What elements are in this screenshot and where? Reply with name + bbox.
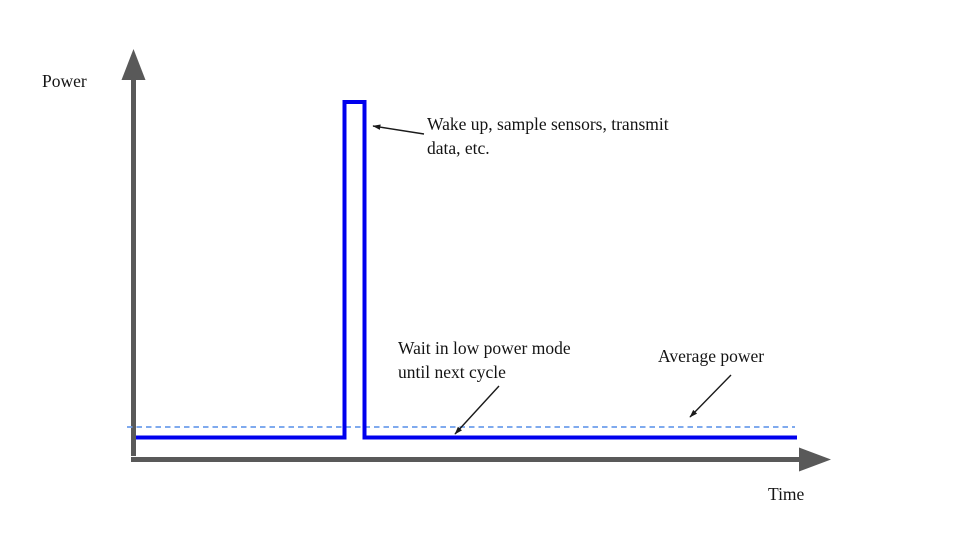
average-annotation-text: Average power (658, 346, 765, 366)
average-annotation-arrow (689, 374, 732, 418)
wake-annotation-arrow (372, 124, 425, 135)
x-axis-arrowhead (799, 447, 831, 472)
wait-annotation-text: Wait in low power mode until next cycle (398, 338, 571, 382)
x-axis-label: Time (768, 484, 805, 504)
power-pulse-line (136, 100, 797, 440)
wake-annotation-text: Wake up, sample sensors, transmit data, … (427, 114, 669, 158)
y-axis-label: Power (42, 71, 87, 91)
y-axis-arrowhead (121, 49, 146, 80)
wait-annotation-arrow (454, 385, 500, 435)
